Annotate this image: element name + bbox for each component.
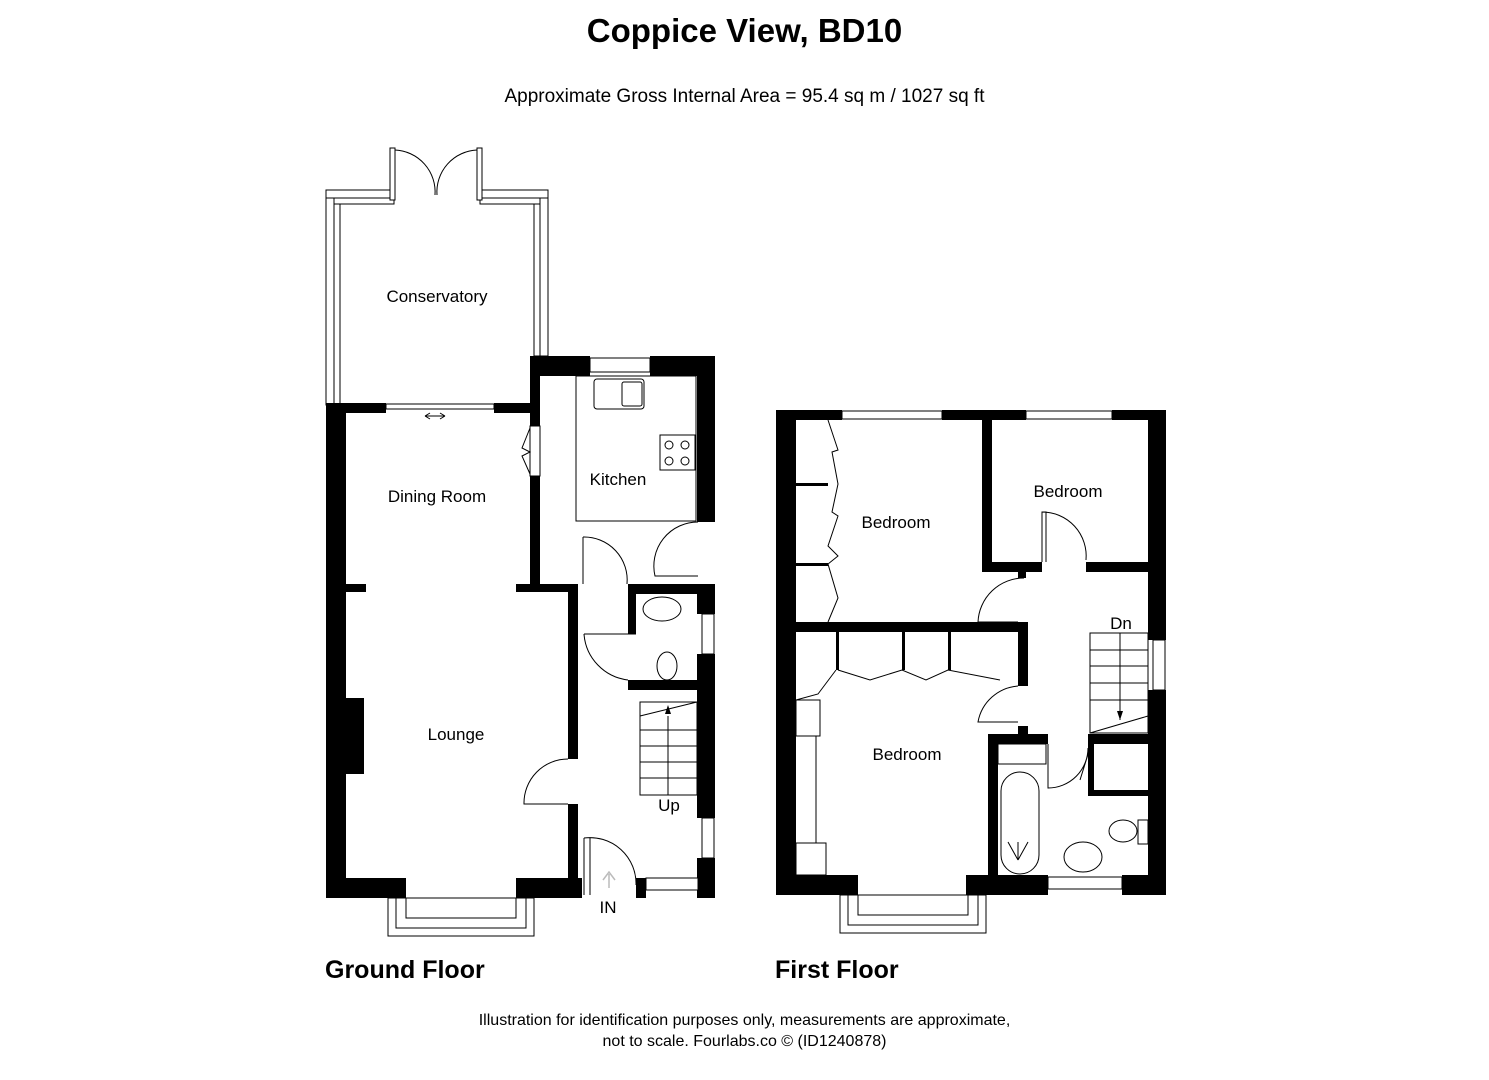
bath-icon [1000, 771, 1040, 875]
room-label-kitchen: Kitchen [590, 470, 647, 489]
first-floor-stairs [1089, 632, 1149, 734]
room-label-bedroom-2: Bedroom [1034, 482, 1103, 501]
conservatory-walls [325, 147, 549, 406]
stairs-up-label: Up [658, 796, 680, 815]
french-door-left-swing [394, 149, 436, 196]
room-label-dining-room: Dining Room [388, 487, 486, 506]
room-label-bedroom-1: Bedroom [862, 513, 931, 532]
disclaimer: Illustration for identification purposes… [0, 1010, 1489, 1052]
stairs-down-arrow-icon [1117, 711, 1123, 720]
page-title: Coppice View, BD10 [586, 12, 903, 49]
sliding-door-arrow-icon [424, 412, 446, 420]
hob-icon [659, 434, 696, 471]
stairs-down-label: Dn [1110, 614, 1132, 633]
french-door-right-swing [436, 149, 478, 196]
ground-floor-stairs [639, 701, 698, 796]
stairs-up-arrow-icon [665, 705, 671, 714]
room-label-conservatory: Conservatory [386, 287, 488, 306]
gross-internal-area: Approximate Gross Internal Area = 95.4 s… [504, 86, 985, 107]
disclaimer-line-1: Illustration for identification purposes… [478, 1012, 1011, 1029]
bathroom-basin-icon [1063, 841, 1103, 873]
bathroom-toilet-icon [1108, 819, 1138, 843]
room-label-lounge: Lounge [428, 725, 485, 744]
room-label-bedroom-3: Bedroom [873, 745, 942, 764]
entrance-label: IN [600, 898, 617, 917]
first-floor-label: First Floor [775, 956, 899, 984]
ground-floor-plan: Conservatory Dining Room Kitchen Lounge … [325, 147, 715, 937]
wc-basin-icon [642, 596, 682, 622]
ground-floor-label: Ground Floor [325, 956, 485, 984]
wc-toilet-icon [656, 651, 678, 681]
first-floor-plan: Bedroom Bedroom Bedroom Dn [776, 410, 1166, 934]
disclaimer-line-2: not to scale. Fourlabs.co © (ID1240878) [602, 1033, 887, 1050]
entrance-arrow-icon [602, 870, 616, 888]
